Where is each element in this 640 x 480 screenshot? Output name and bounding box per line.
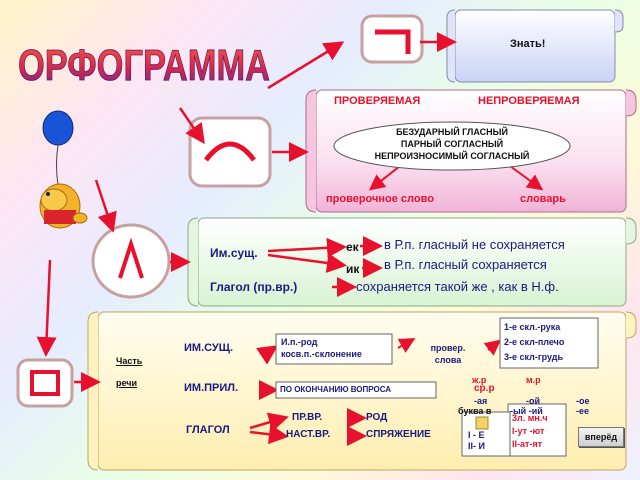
conj-letter-2: II- И	[468, 441, 485, 451]
declension-box-frame	[499, 317, 599, 369]
adj-box-frame	[275, 381, 437, 399]
conj-box-1: 3л. мн.ч	[512, 413, 548, 423]
noun-box-line-2: косв.п.-склонение	[281, 349, 362, 359]
ending-m2: -ый -ий	[510, 406, 543, 416]
checked-words-2: слова	[434, 355, 462, 365]
gender-m: м.р	[526, 375, 541, 385]
know-label: Знать!	[510, 38, 546, 50]
ending-n2: -ее	[576, 406, 590, 416]
conj-box-2: I-ут -ют	[512, 426, 545, 436]
ending-n1: -ое	[576, 396, 590, 406]
ending-f: -ая	[474, 396, 488, 406]
letter-square-icon	[475, 416, 489, 430]
declension-1: 1-е скл.-рука	[504, 322, 561, 332]
verb-conjugation: СПРЯЖЕНИЕ	[366, 429, 431, 440]
noun-box: И.п.-род косв.п.-склонение	[281, 336, 362, 360]
verb-gender: РОД	[366, 412, 388, 423]
gender-n: ср.р	[474, 383, 495, 394]
dictionary-label: словарь	[520, 193, 566, 205]
noun-label: Им.сущ.	[210, 246, 258, 260]
declension-box: 1-е скл.-рука 2-е скл-плечо 3-е скл-груд…	[504, 320, 564, 365]
conj-letter-1: I - Е	[468, 430, 485, 440]
checkable-label: ПРОВЕРЯЕМАЯ	[334, 95, 421, 107]
adjective-row-label: ИМ.ПРИЛ.	[184, 382, 239, 394]
root-sign-icon	[360, 14, 424, 64]
verb-present-tense: НАСТ.ВР.	[286, 429, 331, 440]
uncheckable-label: НЕПРОВЕРЯЕМАЯ	[478, 95, 580, 107]
rule-ik: в Р.п. гласный сохраняется	[384, 257, 547, 272]
ending-m1: -ой	[526, 396, 541, 406]
noun-row-label: ИМ.СУЩ.	[184, 342, 234, 354]
conj-box-3: II-ат-ят	[512, 439, 543, 449]
suffix-sign-icon	[91, 223, 171, 299]
checked-words-1: провер.	[430, 343, 466, 353]
suffix-ik: ик	[346, 262, 360, 276]
oval-line-2: ПАРНЫЙ СОГЛАСНЫЙ	[400, 139, 504, 149]
check-word-label: проверочное слово	[326, 193, 434, 205]
ending-sign-icon	[16, 358, 74, 408]
next-button[interactable]: вперёд	[578, 427, 624, 447]
part-of-speech-1: Часть	[116, 356, 143, 366]
gender-f: ж.р	[472, 375, 487, 385]
conj-box: 3л. мн.ч I-ут -ют II-ат-ят	[512, 412, 548, 451]
noun-box-line-1: И.п.-род	[281, 337, 318, 347]
flow-arrows	[36, 32, 470, 446]
rule-ek: в Р.п. гласный не сохраняется	[384, 237, 565, 252]
checked-words: провер. слова	[420, 342, 476, 366]
verb-rule: сохраняется такой же , как в Н.ф.	[356, 279, 559, 294]
oval-shape	[333, 121, 571, 171]
title-text: ОРФОГРАММА	[18, 41, 270, 90]
bear-balloon-image	[39, 110, 88, 229]
declension-2: 2-е скл-плечо	[504, 337, 565, 347]
arc-sign-icon	[188, 116, 272, 188]
adj-box-text: ПО ОКОНЧАНИЮ ВОПРОСА	[280, 385, 392, 394]
verb-row-label: ГЛАГОЛ	[186, 424, 230, 436]
conj-letters: I - Е II- И	[468, 430, 485, 452]
oval-text: БЕЗУДАРНЫЙ ГЛАСНЫЙ ПАРНЫЙ СОГЛАСНЫЙ НЕПР…	[350, 126, 554, 162]
part-of-speech-2: речи	[116, 378, 138, 388]
verb-past-tense: ПР.ВР.	[292, 412, 323, 423]
noun-box-frame	[275, 333, 393, 365]
declension-3: 3-е скл-грудь	[504, 352, 563, 362]
oval-line-1: БЕЗУДАРНЫЙ ГЛАСНЫЙ	[396, 127, 508, 137]
letter-label: буква в	[458, 406, 492, 416]
suffix-ek: ек	[346, 240, 359, 254]
conj-box-frame	[507, 403, 567, 457]
oval-line-3: НЕПРОИЗНОСИМЫЙ СОГЛАСНЫЙ	[374, 151, 530, 161]
verb-past-label: Глагол (пр.вр.)	[210, 280, 298, 294]
